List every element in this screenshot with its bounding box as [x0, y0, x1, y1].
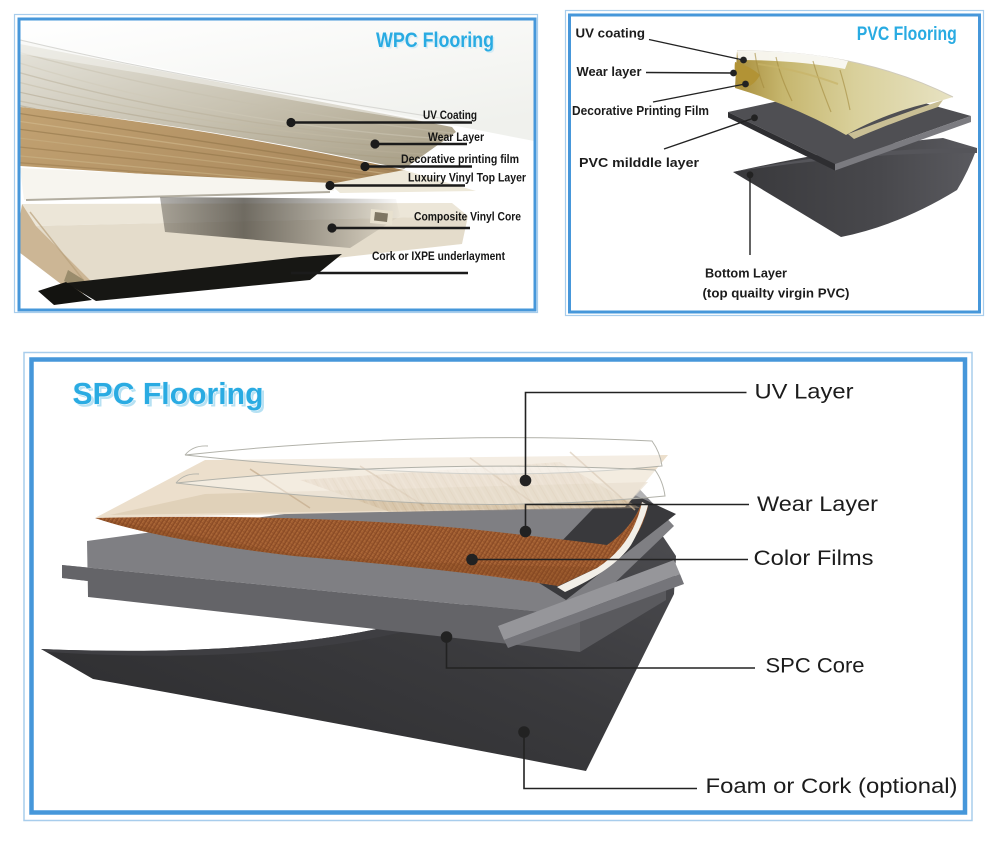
svg-text:Cork or IXPE underlayment: Cork or IXPE underlayment	[372, 251, 505, 263]
svg-text:PVC milddle layer: PVC milddle layer	[579, 155, 699, 170]
svg-text:Foam or Cork (optional): Foam or Cork (optional)	[706, 775, 958, 798]
svg-text:Composite Vinyl Core: Composite Vinyl Core	[414, 212, 521, 224]
svg-text:(top quailty virgin PVC): (top quailty virgin PVC)	[703, 286, 850, 301]
svg-text:Wear Layer: Wear Layer	[757, 493, 878, 516]
svg-text:SPC Flooring: SPC Flooring	[75, 379, 266, 414]
svg-text:Wear Layer: Wear Layer	[428, 132, 484, 144]
svg-text:SPC Flooring: SPC Flooring	[73, 376, 264, 411]
svg-text:Luxuiry Vinyl Top Layer: Luxuiry Vinyl Top Layer	[408, 173, 526, 185]
svg-text:WPC Flooring: WPC Flooring	[376, 29, 494, 52]
svg-text:Wear layer: Wear layer	[577, 64, 642, 79]
svg-text:Decorative Printing Film: Decorative Printing Film	[572, 103, 709, 118]
svg-text:UV Layer: UV Layer	[755, 381, 854, 404]
svg-text:Decorative printing film: Decorative printing film	[401, 154, 519, 166]
svg-text:Color Films: Color Films	[754, 547, 874, 570]
svg-text:UV coating: UV coating	[576, 26, 646, 41]
svg-text:WPC Flooring: WPC Flooring	[378, 31, 496, 54]
svg-text:PVC Flooring: PVC Flooring	[857, 24, 957, 45]
svg-text:UV Coating: UV Coating	[423, 110, 477, 122]
svg-text:SPC Core: SPC Core	[766, 655, 865, 678]
svg-text:Bottom Layer: Bottom Layer	[705, 266, 787, 281]
